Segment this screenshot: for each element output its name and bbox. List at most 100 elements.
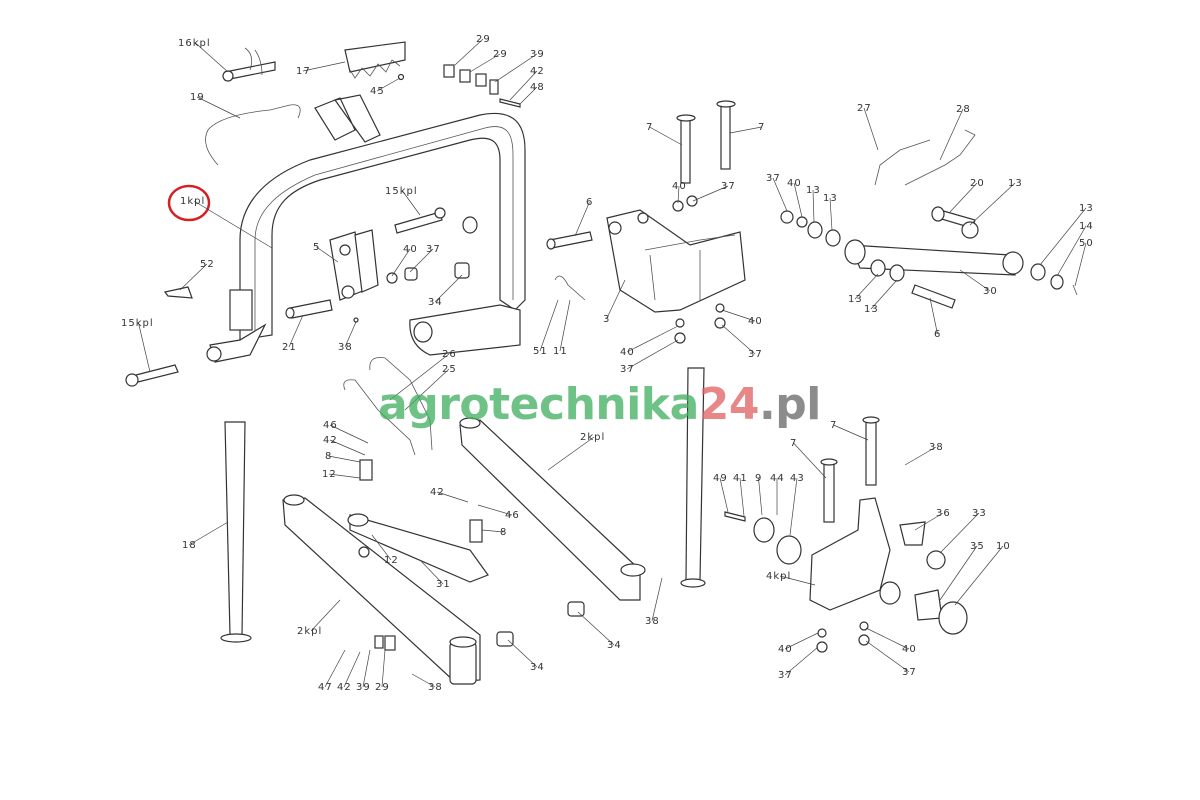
part-number-label: 8 — [500, 527, 507, 538]
part-number-label: 29 — [476, 34, 491, 45]
leader-line — [539, 299, 559, 352]
leader-line — [344, 321, 357, 348]
part-number-label: 11 — [553, 346, 568, 357]
leader-line — [188, 521, 229, 546]
leader-line — [914, 512, 944, 531]
part-number-label: 40 — [778, 644, 793, 655]
leader-line — [758, 477, 763, 516]
leader-line — [772, 177, 788, 212]
part-number-label: 42 — [530, 66, 545, 77]
leader-line — [179, 263, 208, 291]
watermark-part1: agrotechnika — [378, 379, 699, 430]
leader-line — [402, 190, 421, 216]
part-number-label: 33 — [972, 508, 987, 519]
part-number-label: 13 — [806, 185, 821, 196]
bracket-4kpl-assembly — [724, 416, 968, 653]
leader-line — [389, 353, 450, 401]
leader-line — [904, 446, 937, 466]
part-number-label: 38 — [338, 342, 353, 353]
leader-line — [404, 368, 450, 411]
part-number-label: 31 — [436, 579, 451, 590]
part-number-label: 3 — [603, 314, 610, 325]
part-number-label: 37 — [766, 173, 781, 184]
part-number-label: 38 — [645, 616, 660, 627]
part-number-label: 46 — [323, 420, 338, 431]
leader-line — [391, 248, 411, 277]
part-number-label: 8 — [325, 451, 332, 462]
part-number-label: 39 — [356, 682, 371, 693]
top-link-cylinder — [780, 129, 1078, 309]
leader-line — [779, 575, 816, 586]
leader-line — [195, 42, 229, 73]
leader-line — [606, 279, 626, 320]
part-number-label: 40 — [403, 244, 418, 255]
watermark-logo: agrotechnika24.pl — [378, 383, 821, 427]
part-number-label: 21 — [282, 342, 297, 353]
part-number-label: 25 — [442, 364, 457, 375]
leader-line — [577, 611, 615, 646]
part-number-label: 37 — [778, 670, 793, 681]
leader-line — [574, 201, 590, 237]
leader-line — [371, 534, 392, 561]
part-number-label: 41 — [733, 473, 748, 484]
leader-line — [833, 424, 869, 441]
bracket-assembly — [546, 100, 746, 344]
stands — [220, 367, 706, 643]
part-number-label: 13 — [864, 304, 879, 315]
part-number-label: 9 — [755, 473, 762, 484]
leader-line — [784, 632, 819, 650]
part-number-label: 40 — [902, 644, 917, 655]
leader-line — [939, 108, 964, 161]
part-number-label: 15kpl — [121, 318, 154, 329]
leader-line — [316, 246, 339, 263]
part-number-label: 15kpl — [385, 186, 418, 197]
part-number-label: 30 — [983, 286, 998, 297]
leader-line — [865, 627, 910, 650]
part-number-label: 52 — [200, 259, 215, 270]
leader-line — [854, 273, 879, 300]
leader-line — [409, 248, 434, 273]
part-number-label: 49 — [713, 473, 728, 484]
watermark-part3: .pl — [759, 379, 821, 430]
part-number-label: 18 — [182, 540, 197, 551]
part-number-label: 38 — [428, 682, 443, 693]
part-number-label: 27 — [857, 103, 872, 114]
part-number-label: 10 — [996, 541, 1011, 552]
leader-line — [469, 53, 501, 73]
leader-line — [739, 477, 745, 517]
leader-line — [193, 200, 273, 249]
leader-line — [328, 473, 361, 479]
part-number-label: 4kpl — [766, 571, 791, 582]
leader-line — [829, 197, 833, 231]
part-number-label: 45 — [370, 86, 385, 97]
part-number-label: 35 — [970, 541, 985, 552]
leader-line — [865, 640, 910, 673]
part-number-label: 6 — [586, 197, 593, 208]
part-number-label: 37 — [620, 364, 635, 375]
part-number-label: 17 — [296, 66, 311, 77]
leader-line — [362, 649, 371, 688]
leader-line — [812, 189, 815, 223]
lower-arms — [282, 417, 646, 685]
leader-line — [381, 649, 386, 688]
part-number-label: 40 — [787, 178, 802, 189]
leader-line — [434, 274, 463, 303]
leader-line — [310, 599, 341, 632]
part-number-label: 26 — [442, 349, 457, 360]
leader-line — [793, 442, 827, 479]
part-number-label: 50 — [1079, 238, 1094, 249]
leader-line — [954, 545, 1004, 606]
watermark-part2: 24 — [698, 379, 760, 430]
part-number-label: 34 — [530, 662, 545, 673]
leader-line — [507, 639, 538, 668]
leader-line — [436, 491, 469, 503]
part-number-label: 37 — [902, 667, 917, 678]
leader-line — [328, 455, 361, 463]
part-number-label: 48 — [530, 82, 545, 93]
part-number-label: 34 — [607, 640, 622, 651]
part-number-label: 37 — [426, 244, 441, 255]
leader-line — [302, 61, 346, 72]
leader-line — [677, 185, 680, 204]
part-number-label: 7 — [830, 420, 837, 431]
